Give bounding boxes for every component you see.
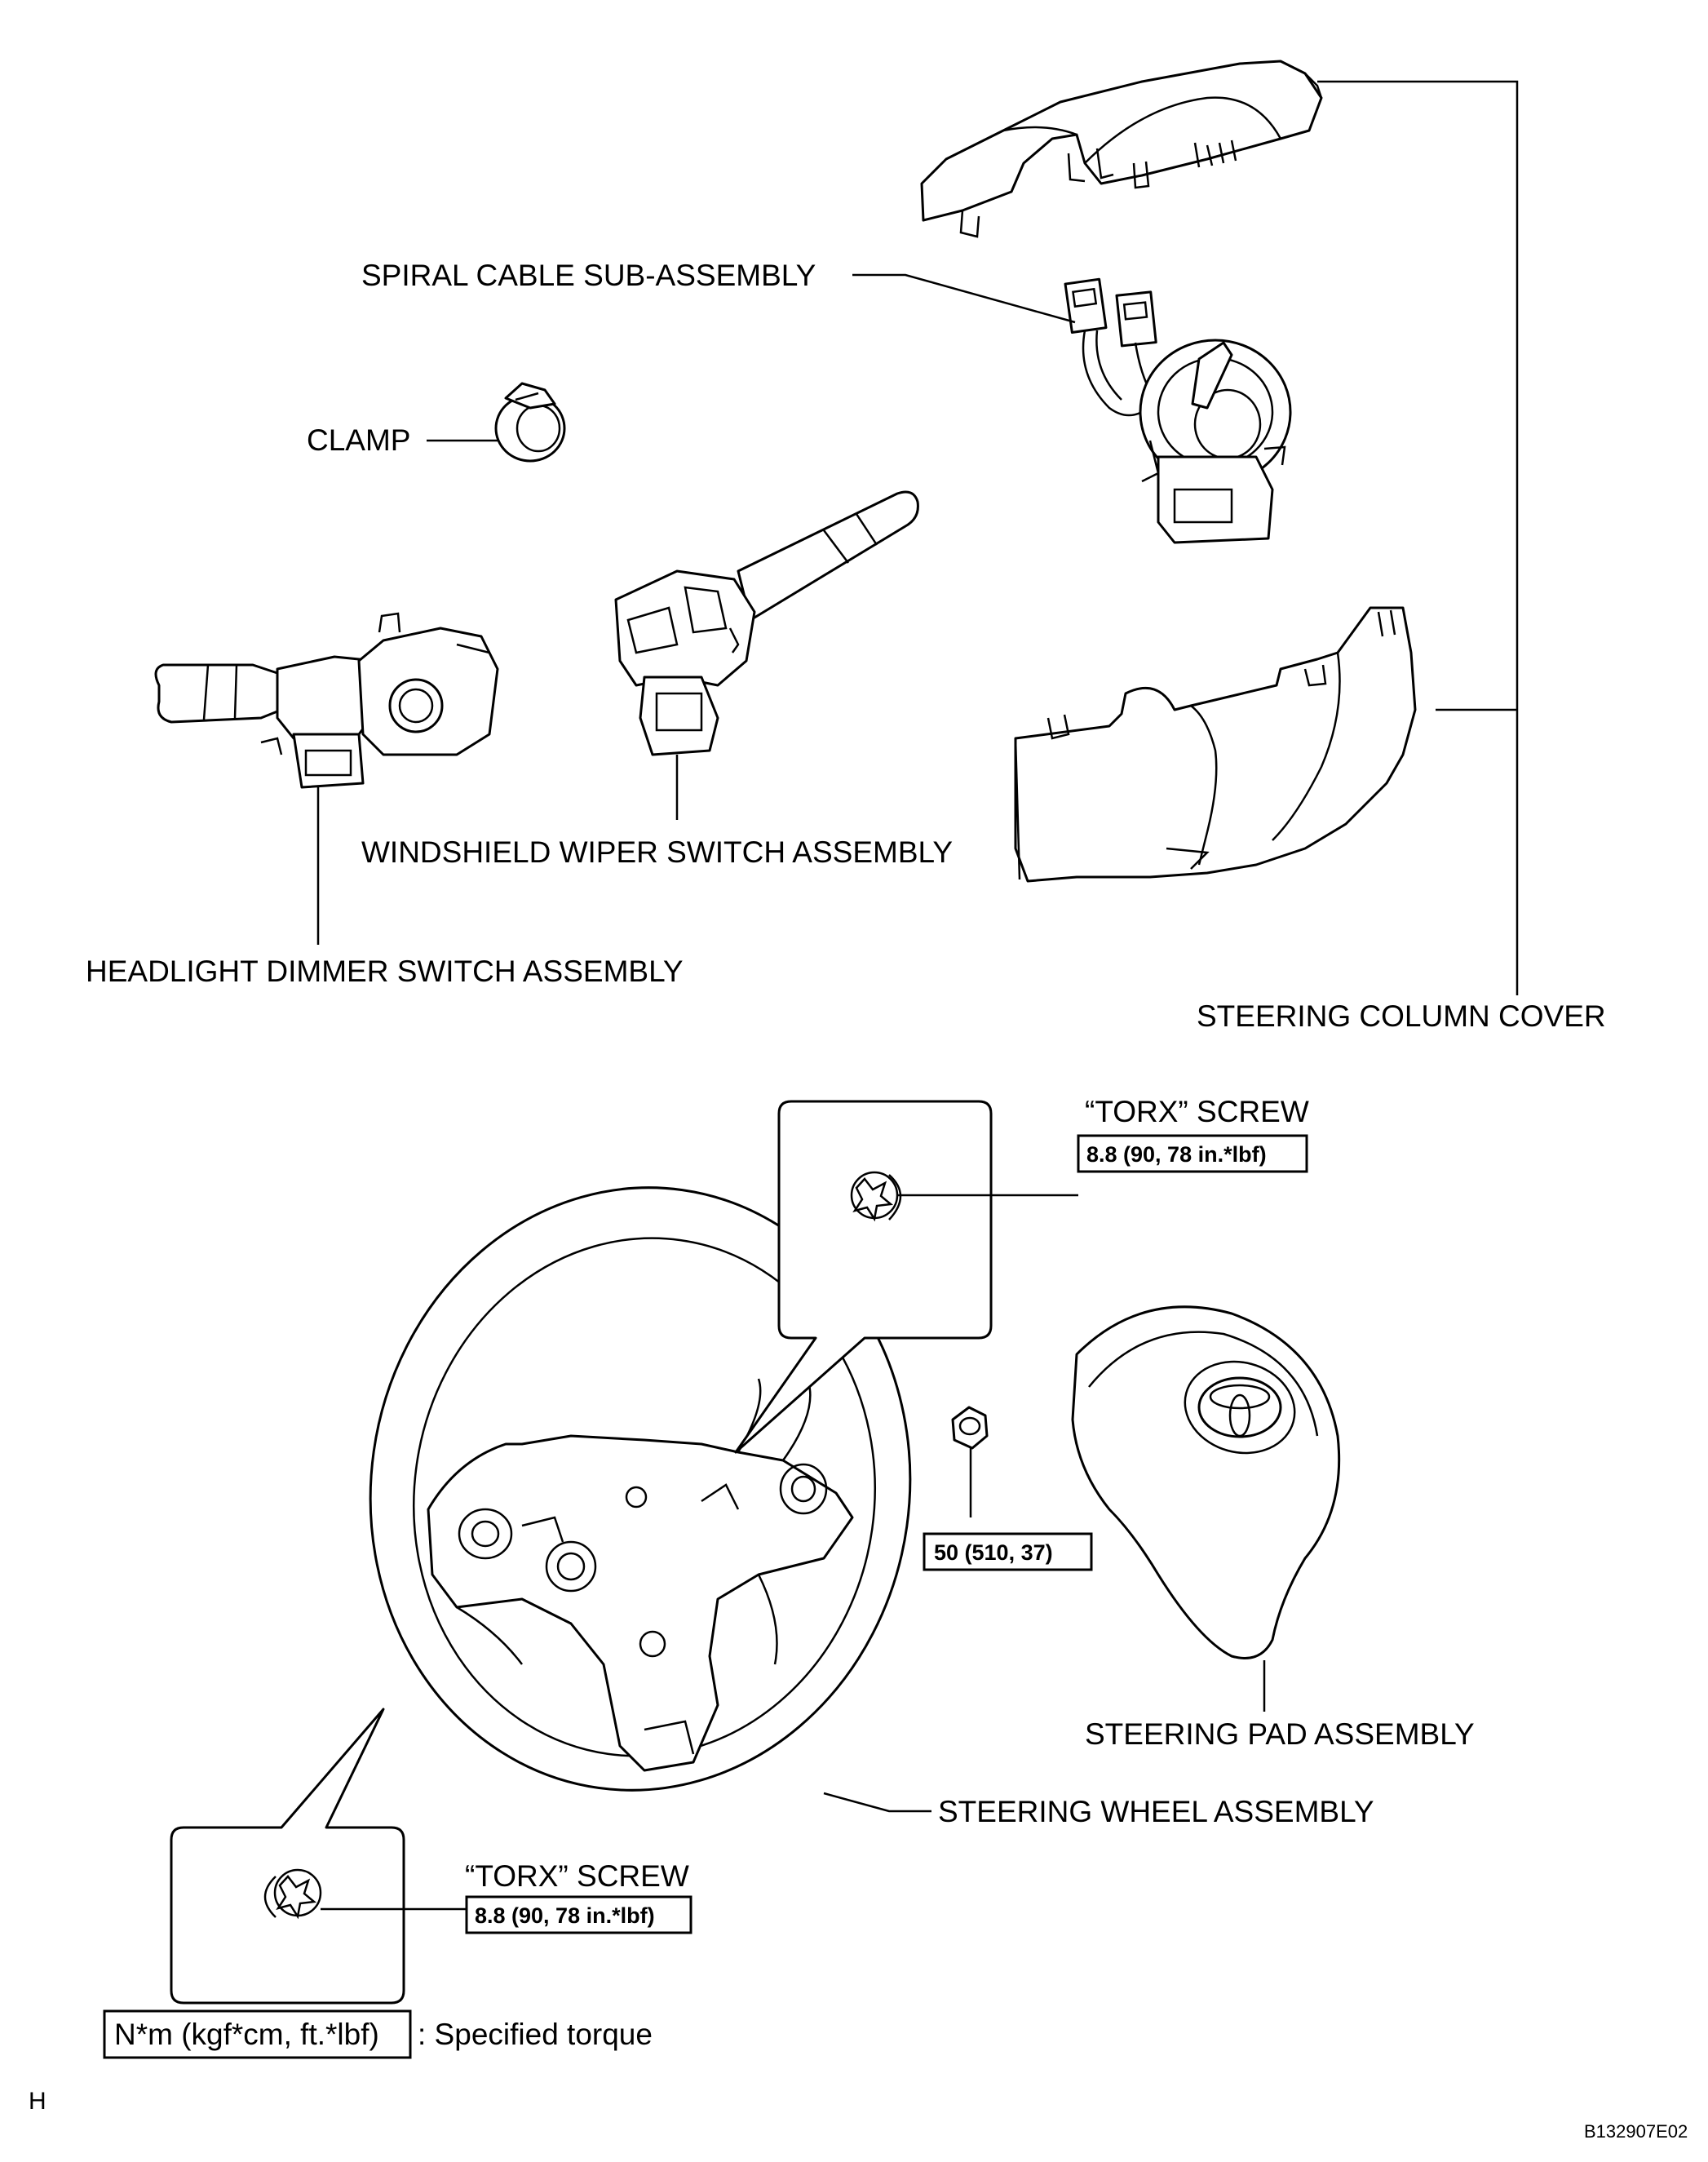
steering-wheel-drawing [369,1186,912,1792]
torque-value-top: 8.8 (90, 78 in.*lbf) [1086,1142,1267,1167]
wiper-switch-drawing [614,490,919,756]
figure-id: B132907E02 [1584,2121,1688,2142]
steering-wheel-label: STEERING WHEEL ASSEMBLY [938,1795,1374,1828]
clamp-label: CLAMP [307,423,410,457]
lower-column-cover-drawing [1014,606,1417,883]
clamp-drawing [494,382,566,463]
torx-screw-top-callout [734,1100,993,1454]
torque-box-top: 8.8 (90, 78 in.*lbf) [1077,1134,1308,1173]
footer-letter: H [29,2088,46,2115]
steering-pad-label: STEERING PAD ASSEMBLY [1085,1717,1475,1751]
column-cover-label: STEERING COLUMN COVER [1197,999,1606,1033]
torque-box-bottom: 8.8 (90, 78 in.*lbf) [465,1895,692,1934]
wiper-switch-label: WINDSHIELD WIPER SWITCH ASSEMBLY [361,835,953,869]
hex-nut-drawing [951,1406,989,1450]
spiral-cable-label: SPIRAL CABLE SUB-ASSEMBLY [361,259,816,292]
headlight-switch-drawing [154,612,499,789]
leader-lines [316,80,1519,1911]
spiral-cable-drawing [1064,277,1292,544]
torque-box-nut: 50 (510, 37) [923,1532,1093,1571]
legend-unit-box: N*m (kgf*cm, ft.*lbf) [114,2018,379,2051]
upper-column-cover-drawing [920,60,1323,238]
legend-description: : Specified torque [418,2018,653,2051]
torque-value-nut: 50 (510, 37) [934,1540,1053,1565]
torx-screw-top-label: “TORX” SCREW [1085,1095,1309,1128]
steering-pad-drawing [1071,1305,1341,1659]
torque-value-bottom: 8.8 (90, 78 in.*lbf) [475,1903,655,1928]
torque-legend: N*m (kgf*cm, ft.*lbf) : Specified torque [103,2009,653,2059]
headlight-switch-label: HEADLIGHT DIMMER SWITCH ASSEMBLY [86,955,684,988]
torx-screw-bottom-label: “TORX” SCREW [465,1859,689,1893]
torx-screw-bottom-callout [170,1708,405,2005]
